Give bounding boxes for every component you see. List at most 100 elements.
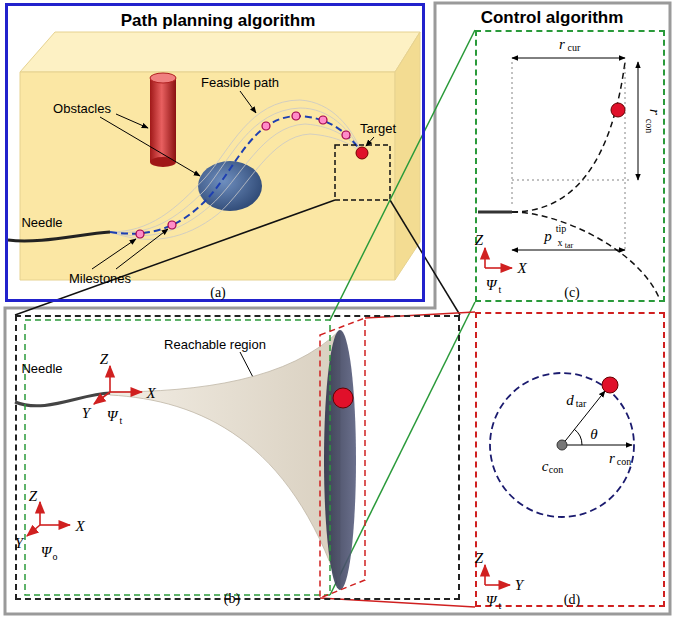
- planning-panel: Path planning algorithm (a): [5, 3, 425, 302]
- curvature-sketch: [638, 62, 639, 180]
- frame-symbol: Ψ: [486, 594, 497, 609]
- control-circle: [490, 373, 634, 517]
- coordinate-axes: [39, 502, 41, 525]
- milestone-dot: [262, 122, 270, 130]
- reachable-region: [110, 330, 340, 590]
- frame-symbol: Ψ: [107, 409, 118, 424]
- zoom-frame: [25, 320, 330, 595]
- dimension-subscript: tar: [565, 242, 573, 250]
- control-circle: [602, 377, 618, 393]
- control-circle: [562, 391, 605, 445]
- dimension-subscript: tar: [576, 399, 587, 409]
- path-bundle: [110, 124, 362, 236]
- coordinate-axes: [485, 584, 510, 586]
- zoom-square: [335, 145, 390, 200]
- coordinate-axes: [40, 524, 70, 526]
- obstacle-cylinder: [150, 73, 176, 83]
- axis-label: Y: [15, 536, 23, 551]
- zoom-frame: [25, 318, 365, 598]
- target-dot: [356, 147, 368, 159]
- callout-label: Reachable region: [164, 338, 266, 351]
- axis-label: Y: [515, 578, 523, 593]
- callout-label: Target: [360, 122, 396, 135]
- control-frame: [5, 3, 670, 614]
- tissue-block: [20, 32, 420, 72]
- leader-line: [100, 117, 200, 176]
- obstacle-cylinder: [150, 73, 176, 167]
- callout-label: Feasible path: [201, 76, 279, 89]
- path-bundle: [110, 134, 362, 239]
- obstacle-cylinder: [150, 157, 176, 167]
- coordinate-axes: [27, 525, 40, 536]
- frame-subscript: t: [499, 601, 502, 611]
- angle-label: θ: [590, 427, 597, 442]
- panel-title: Control algorithm: [481, 9, 624, 26]
- panel-label: (b): [224, 592, 240, 606]
- feasible-path: [110, 116, 362, 234]
- curvature-sketch: [611, 103, 625, 117]
- dimension-label: r: [609, 451, 615, 466]
- reachable-region: [324, 330, 356, 590]
- leader-line: [366, 137, 374, 146]
- cross-section-panel: (d): [475, 312, 665, 607]
- leader-line: [116, 114, 148, 128]
- callout-label: Obstacles: [53, 102, 111, 115]
- path-bundle: [110, 100, 362, 239]
- axis-label: X: [75, 519, 84, 534]
- curvature-sketch: [478, 58, 660, 300]
- dimension-label: r: [559, 37, 565, 52]
- control-circle: [574, 429, 582, 445]
- frame-symbol: Ψ: [41, 545, 52, 560]
- frame-subscript: o: [53, 552, 58, 562]
- panel-title: Path planning algorithm: [121, 12, 316, 29]
- milestone-dot: [292, 112, 300, 120]
- dimension-label: p: [544, 229, 552, 244]
- curvature-panel: (c): [475, 30, 665, 302]
- milestone-dot: [319, 116, 327, 124]
- curvature-sketch: [478, 211, 512, 214]
- coordinate-axes: [484, 248, 486, 268]
- milestone-dot: [342, 131, 350, 139]
- zoom-line: [390, 200, 460, 315]
- coordinate-axes: [485, 267, 512, 269]
- axis-label: X: [517, 261, 526, 276]
- axis-label: Y: [82, 406, 90, 421]
- zoom-frame: [320, 318, 365, 598]
- frame-subscript: t: [499, 285, 502, 295]
- zoom-line: [15, 200, 335, 315]
- callout-label: Milestones: [69, 272, 131, 285]
- coordinate-axes: [27, 248, 512, 585]
- path-bundle: [110, 100, 362, 232]
- leader-line: [92, 239, 136, 269]
- frame-subscript: t: [120, 416, 123, 426]
- control-circle: [562, 445, 632, 446]
- curvature-sketch: [512, 212, 660, 300]
- milestone-dot: [136, 112, 350, 238]
- axis-label: Z: [475, 233, 483, 248]
- needle: [15, 393, 110, 406]
- tissue-block: [20, 72, 395, 280]
- dimension-label: d: [566, 393, 574, 408]
- curvature-sketch: [512, 62, 625, 212]
- dimension-superscript: tip: [556, 224, 567, 234]
- coordinate-axes: [110, 391, 142, 393]
- control-circle: [490, 373, 634, 517]
- needle: [15, 393, 110, 406]
- coordinate-axes: [94, 392, 110, 404]
- milestone-dot: [168, 221, 176, 229]
- path-bundle: [110, 108, 362, 233]
- curvature-sketch: [512, 58, 625, 59]
- dimension-subscript: con: [644, 119, 654, 133]
- obstacle-cylinder: [150, 78, 176, 162]
- panel-label: (d): [564, 593, 580, 607]
- panel-label: (c): [564, 286, 580, 300]
- coordinate-axes: [109, 366, 111, 392]
- coordinate-axes: [484, 565, 486, 585]
- callout-label: Needle: [21, 362, 62, 375]
- panel-label: (a): [210, 286, 226, 300]
- curvature-sketch: [512, 62, 630, 250]
